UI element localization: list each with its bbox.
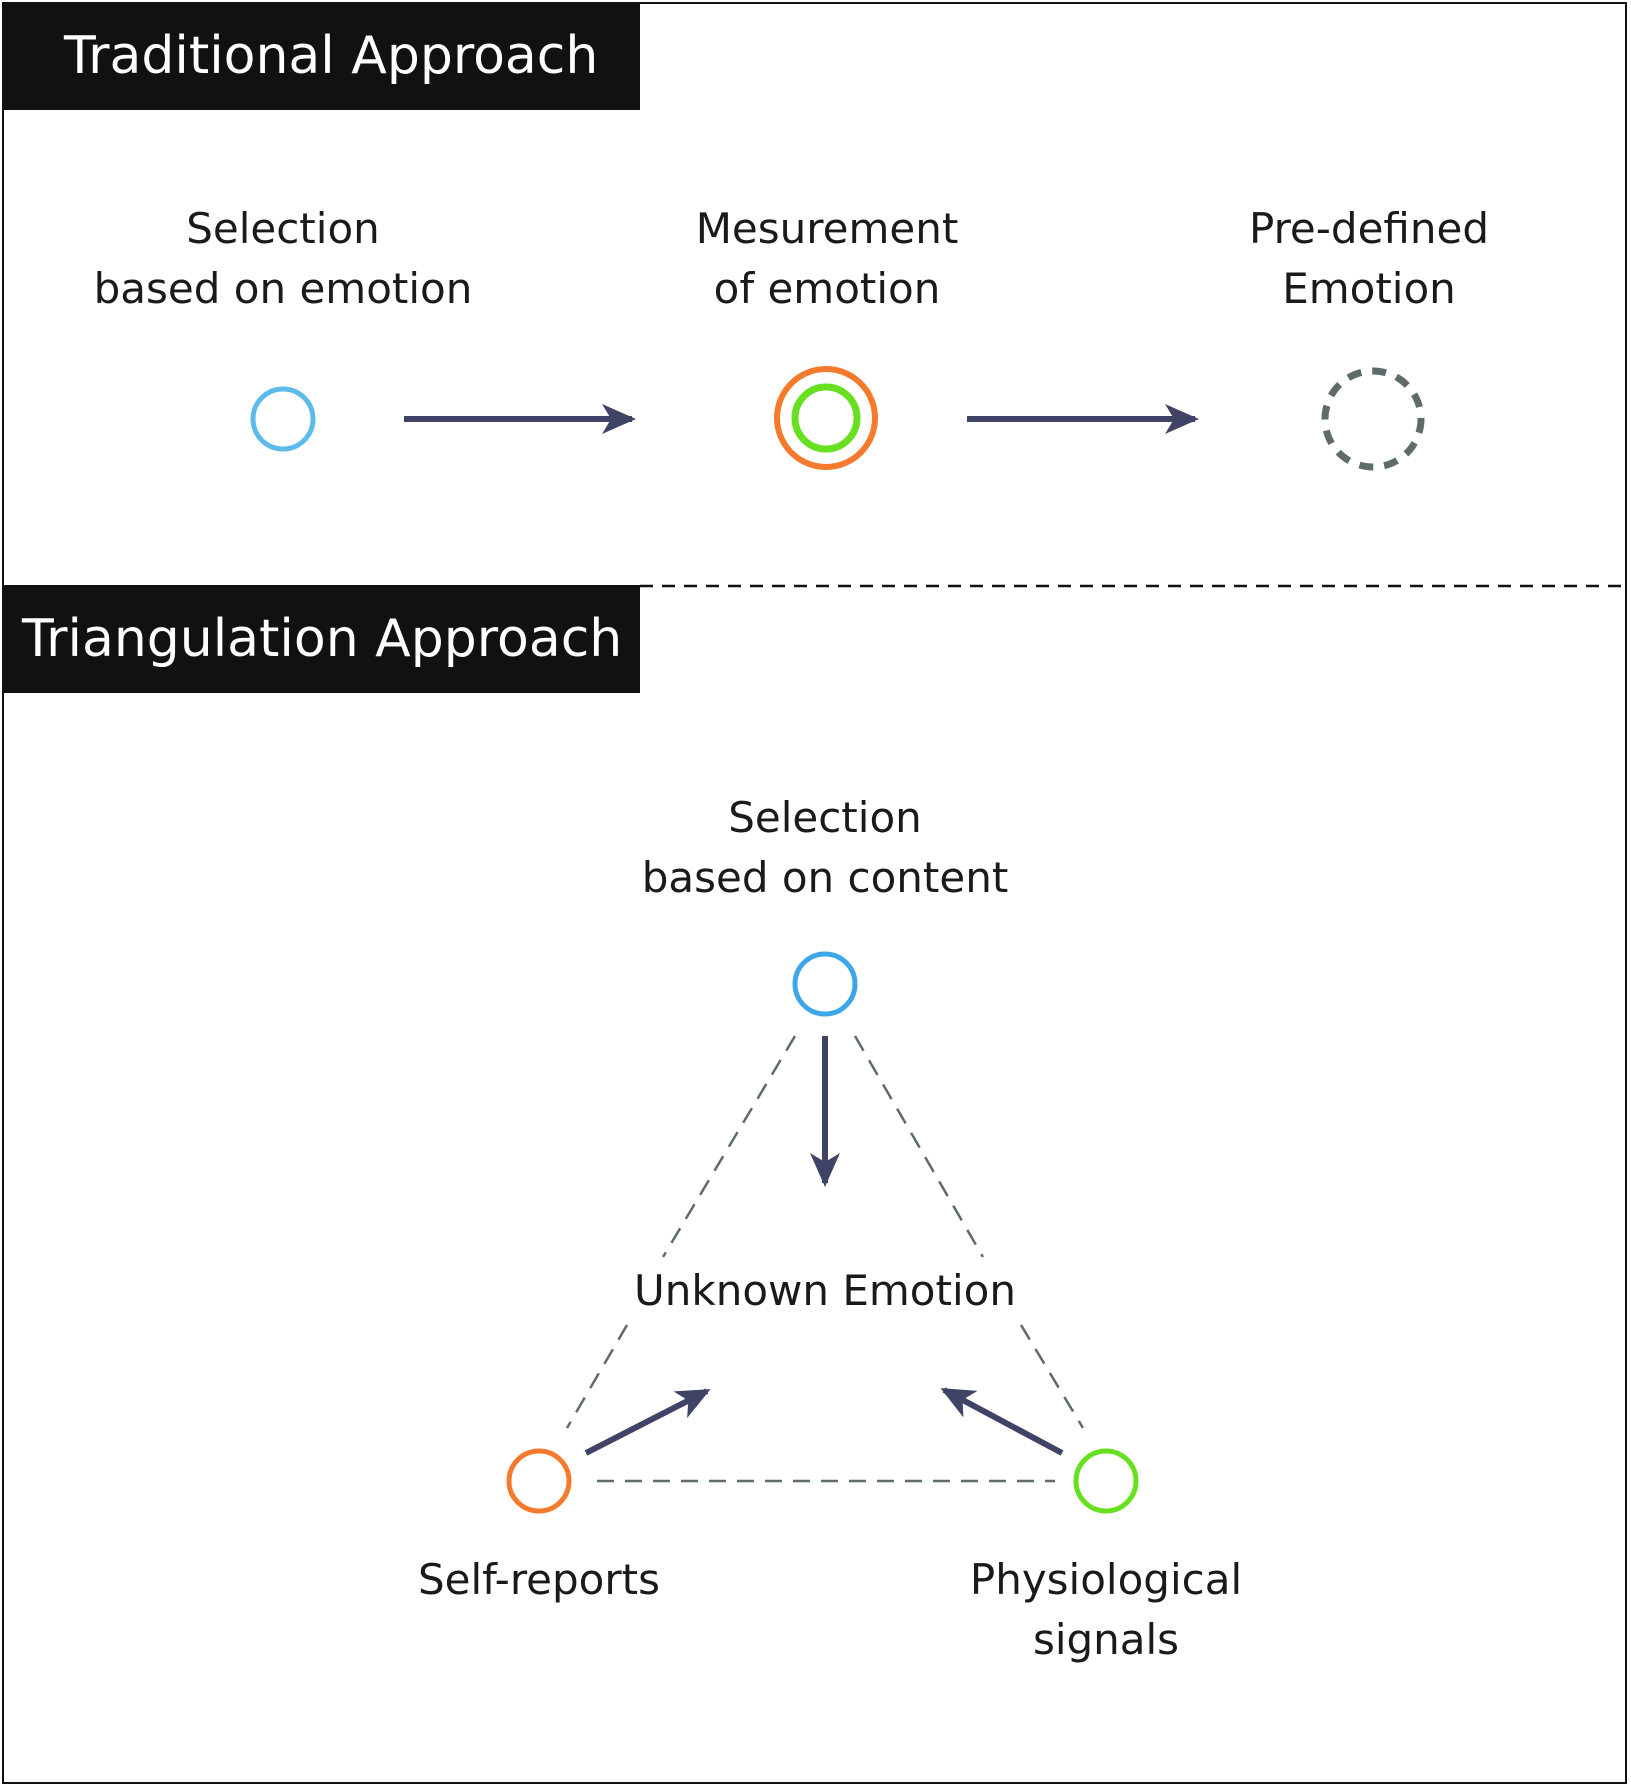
predefined-emotion-label: Pre-defined Emotion	[1249, 199, 1489, 319]
measurement-label: Mesurement of emotion	[696, 199, 959, 319]
arrow-physiological-to-unknown	[940, 1387, 1064, 1456]
triangle-left-upper-edge	[661, 1035, 797, 1258]
selection-content-line2: based on content	[641, 853, 1009, 902]
unknown-emotion-label: Unknown Emotion	[634, 1266, 1016, 1315]
triangle-left-lower-edge	[565, 1324, 629, 1429]
physiological-signals-line2: signals	[1032, 1615, 1180, 1664]
self-reports-node-icon	[506, 1448, 572, 1514]
selection-emotion-line2: based on emotion	[93, 264, 473, 313]
measurement-line2: of emotion	[713, 264, 941, 313]
triangle-right-upper-edge	[853, 1035, 985, 1258]
measurement-outer-ring-icon	[774, 366, 878, 470]
physiological-signals-line1: Physiological	[969, 1555, 1243, 1604]
triangulation-approach-header: Triangulation Approach	[2, 585, 640, 693]
traditional-approach-header: Traditional Approach	[2, 2, 640, 110]
predefined-emotion-line1: Pre-defined	[1248, 204, 1490, 253]
selection-emotion-label: Selection based on emotion	[94, 199, 473, 319]
selection-content-label: Selection based on content	[642, 788, 1009, 908]
selection-emotion-line1: Selection	[186, 204, 380, 253]
predefined-emotion-line2: Emotion	[1282, 264, 1456, 313]
arrow-self-reports-to-unknown	[584, 1388, 711, 1456]
physiological-node-icon	[1073, 1448, 1139, 1514]
selection-content-line1: Selection	[728, 793, 922, 842]
physiological-signals-label: Physiological signals	[970, 1550, 1242, 1670]
selection-node-icon	[250, 386, 316, 452]
self-reports-label: Self-reports	[418, 1555, 660, 1604]
content-selection-node-icon	[792, 951, 858, 1017]
predefined-emotion-dashed-icon	[1321, 367, 1425, 471]
measurement-line1: Mesurement	[695, 204, 959, 253]
measurement-inner-ring-icon	[791, 383, 861, 453]
triangle-right-lower-edge	[1019, 1324, 1085, 1429]
